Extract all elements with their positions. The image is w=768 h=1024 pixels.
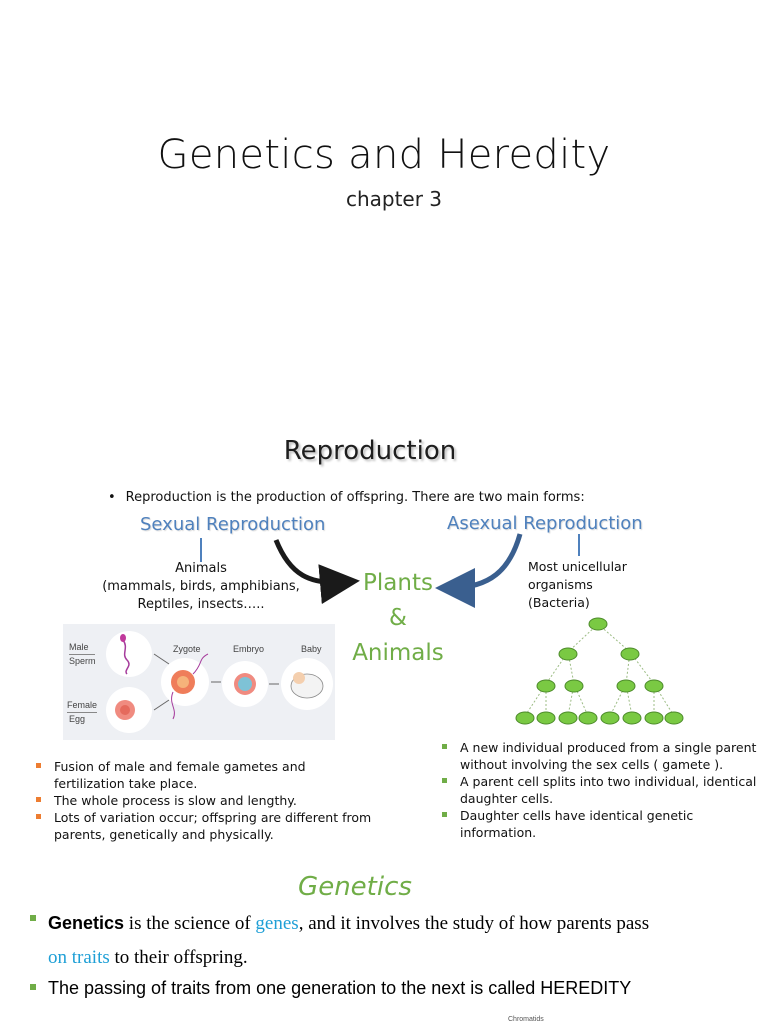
divider bbox=[67, 712, 97, 713]
bacterium-icon bbox=[616, 679, 636, 693]
bacterium-icon bbox=[558, 647, 578, 661]
genetics-term: Genetics bbox=[48, 913, 125, 933]
chromatids-label: Chromatids bbox=[508, 1016, 544, 1023]
sexual-reproduction-illustration: Male Sperm Female Egg Zygote Embryo Baby bbox=[63, 624, 335, 740]
illus-label-male: Male bbox=[69, 642, 89, 652]
sexual-reproduction-heading: Sexual Reproduction bbox=[140, 514, 326, 535]
bacterium-icon bbox=[588, 617, 608, 631]
sperm-circle bbox=[106, 631, 152, 677]
list-item: A parent cell splits into two individual… bbox=[440, 773, 760, 807]
bacterium-icon bbox=[622, 711, 642, 725]
sexual-desc-line: (mammals, birds, amphibians, bbox=[102, 579, 300, 594]
sexual-desc-line: Reptiles, insects….. bbox=[137, 597, 265, 612]
sexual-connector-line bbox=[200, 538, 202, 562]
reproduction-intro: • Reproduction is the production of offsp… bbox=[108, 490, 585, 505]
definition-text: is the science of bbox=[124, 913, 256, 934]
asexual-reproduction-heading: Asexual Reproduction bbox=[447, 513, 643, 534]
traits-highlight: on traits bbox=[48, 947, 110, 968]
asexual-desc-line: Most unicellular bbox=[528, 559, 627, 574]
list-item: Daughter cells have identical genetic in… bbox=[440, 807, 760, 841]
bacteria-division-illustration bbox=[515, 617, 684, 725]
asexual-desc-line: (Bacteria) bbox=[528, 595, 590, 610]
bacterium-icon bbox=[644, 711, 664, 725]
list-item: The whole process is slow and lengthy. bbox=[34, 792, 374, 809]
heredity-definition: The passing of traits from one generatio… bbox=[48, 978, 632, 998]
bacterium-icon bbox=[644, 679, 664, 693]
illus-label-embryo: Embryo bbox=[233, 644, 265, 654]
illus-label-zygote: Zygote bbox=[173, 644, 201, 654]
illus-label-sperm: Sperm bbox=[69, 656, 96, 666]
bacterium-icon bbox=[536, 711, 556, 725]
bullet-dot-icon: • bbox=[108, 490, 116, 505]
bullet-square-icon bbox=[442, 744, 447, 749]
slide-title: Genetics and Heredity bbox=[157, 132, 611, 178]
bacterium-icon bbox=[536, 679, 556, 693]
asexual-description: Most unicellular organisms (Bacteria) bbox=[528, 558, 627, 612]
genes-highlight: genes bbox=[255, 913, 299, 934]
sexual-desc-line: Animals bbox=[175, 561, 227, 576]
bullet-square-icon bbox=[30, 984, 36, 990]
illus-label-baby: Baby bbox=[301, 644, 322, 654]
genetics-definition: Genetics is the science of genes, and it… bbox=[48, 906, 748, 975]
bacterium-icon bbox=[558, 711, 578, 725]
asexual-reproduction-bullets: A new individual produced from a single … bbox=[440, 739, 760, 841]
list-item-text: The whole process is slow and lengthy. bbox=[54, 793, 297, 808]
bacterium-icon bbox=[620, 647, 640, 661]
genetics-title: Genetics bbox=[298, 872, 412, 902]
center-label-line: Animals bbox=[352, 640, 444, 666]
bacterium-icon bbox=[564, 679, 584, 693]
bullet-square-icon bbox=[442, 778, 447, 783]
list-item: Lots of variation occur; offspring are d… bbox=[34, 809, 374, 843]
bullet-square-icon bbox=[30, 915, 36, 921]
sexual-reproduction-bullets: Fusion of male and female gametes and fe… bbox=[34, 758, 374, 843]
definition-text: to their offspring. bbox=[109, 947, 248, 968]
definition-text: , and it involves the study of how paren… bbox=[298, 913, 650, 934]
list-item-text: Daughter cells have identical genetic in… bbox=[460, 808, 694, 840]
list-item-text: Fusion of male and female gametes and fe… bbox=[54, 759, 306, 791]
black-curved-arrow-icon bbox=[273, 539, 360, 605]
list-item-text: Lots of variation occur; offspring are d… bbox=[54, 810, 372, 842]
bullet-square-icon bbox=[442, 812, 447, 817]
illus-label-egg: Egg bbox=[69, 714, 86, 724]
sexual-description: Animals (mammals, birds, amphibians, Rep… bbox=[96, 560, 306, 614]
slide-subtitle: chapter 3 bbox=[345, 187, 443, 211]
bullet-square-icon bbox=[36, 797, 41, 802]
reproduction-intro-text: Reproduction is the production of offspr… bbox=[125, 490, 585, 505]
bullet-square-icon bbox=[36, 763, 41, 768]
asexual-desc-line: organisms bbox=[528, 577, 593, 592]
list-item: Fusion of male and female gametes and fe… bbox=[34, 758, 374, 792]
divider bbox=[69, 654, 95, 655]
bacterium-icon bbox=[600, 711, 620, 725]
center-label-line: & bbox=[389, 605, 407, 631]
asexual-connector-line bbox=[578, 534, 580, 556]
bacterium-icon bbox=[664, 711, 684, 725]
center-label-line: Plants bbox=[363, 570, 433, 596]
list-item-text: A new individual produced from a single … bbox=[460, 740, 757, 772]
list-item: A new individual produced from a single … bbox=[440, 739, 760, 773]
sperm-icon bbox=[122, 639, 130, 675]
blue-curved-arrow-icon bbox=[435, 533, 523, 608]
bacterium-icon bbox=[515, 711, 535, 725]
plants-animals-label: Plants & Animals bbox=[340, 566, 456, 671]
illus-label-female: Female bbox=[67, 700, 98, 710]
bacterium-icon bbox=[578, 711, 598, 725]
bullet-square-icon bbox=[36, 814, 41, 819]
list-item-text: A parent cell splits into two individual… bbox=[460, 774, 757, 806]
reproduction-title: Reproduction bbox=[283, 436, 457, 466]
